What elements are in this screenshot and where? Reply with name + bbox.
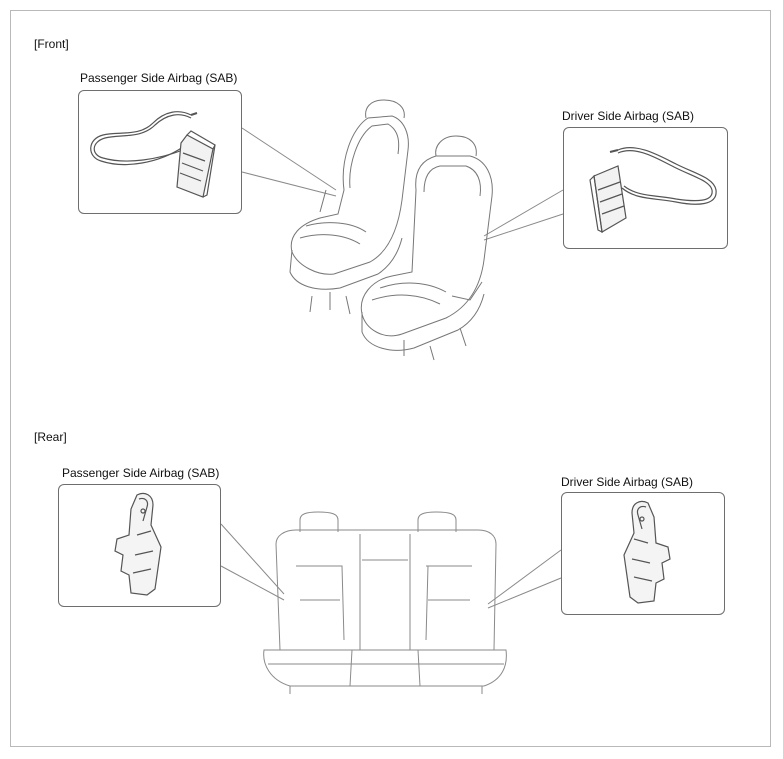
seat-airbag-module-with-harness-icon: [90, 111, 216, 198]
rear-side-airbag-module-icon: [623, 500, 671, 604]
front-driver-leader-line: [483, 189, 564, 241]
rear-section-heading: [Rear]: [34, 430, 67, 444]
front-driver-airbag-label: Driver Side Airbag (SAB): [562, 109, 695, 123]
rear-passenger-airbag-callout: [58, 484, 221, 607]
rear-passenger-airbag-label: Passenger Side Airbag (SAB): [62, 466, 220, 480]
seat-airbag-module-with-harness-icon: [589, 147, 717, 234]
front-passenger-leader-line: [241, 127, 337, 197]
rear-passenger-leader-line: [220, 523, 285, 601]
rear-driver-leader-line: [487, 549, 562, 609]
rear-side-airbag-module-icon: [114, 492, 162, 596]
diagram-frame: [10, 10, 771, 747]
front-seats-icon: [289, 99, 493, 361]
front-driver-airbag-callout: [563, 127, 728, 249]
rear-driver-airbag-callout: [561, 492, 725, 615]
front-passenger-airbag-callout: [78, 90, 242, 214]
front-section-heading: [Front]: [34, 37, 69, 51]
front-passenger-airbag-label: Passenger Side Airbag (SAB): [80, 71, 238, 85]
rear-bench-seat-icon: [263, 511, 507, 694]
rear-driver-airbag-label: Driver Side Airbag (SAB): [561, 475, 694, 489]
